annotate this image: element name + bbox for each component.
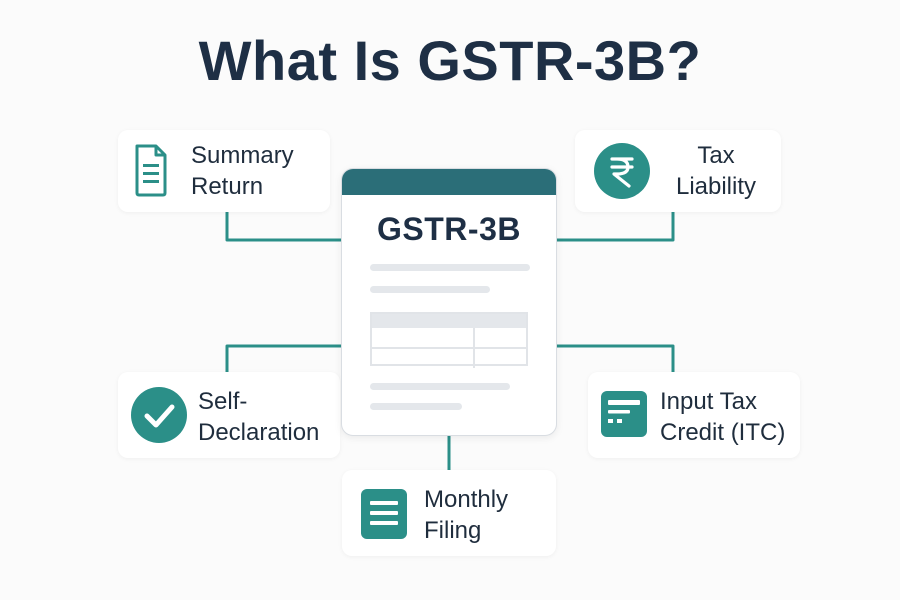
tax-liability-label-line1: Tax bbox=[697, 142, 735, 169]
document-text-line bbox=[370, 264, 530, 271]
connector-input-tax-credit bbox=[555, 344, 675, 374]
rupee-icon bbox=[594, 143, 650, 199]
self-declaration-card: Self- Declaration bbox=[118, 372, 340, 458]
connector-self-declaration bbox=[225, 344, 343, 374]
document-text-line bbox=[370, 286, 490, 293]
tax-liability-label-line2: Liability bbox=[675, 173, 757, 200]
input-tax-credit-label-line1: Input Tax bbox=[660, 388, 757, 415]
summary-return-label-line1: Summary bbox=[191, 142, 294, 169]
document-table-divider bbox=[372, 347, 526, 349]
document-icon bbox=[135, 144, 167, 197]
self-declaration-label-line1: Self- bbox=[198, 388, 248, 415]
page-title: What Is GSTR-3B? bbox=[198, 29, 702, 92]
checkmark-icon bbox=[131, 387, 187, 443]
monthly-filing-label-line1: Monthly bbox=[424, 486, 509, 513]
connector-tax-liability bbox=[555, 210, 675, 242]
summary-return-label-line2: Return bbox=[191, 173, 264, 200]
connector-summary-return bbox=[225, 210, 343, 242]
gstr-3b-document: GSTR-3B bbox=[341, 168, 557, 436]
form-icon bbox=[601, 391, 647, 437]
document-table-header bbox=[372, 314, 526, 328]
input-tax-credit-card: Input Tax Credit (ITC) bbox=[588, 372, 800, 458]
monthly-filing-card: Monthly Filing bbox=[342, 470, 556, 556]
document-text-line bbox=[370, 403, 462, 410]
tax-liability-card: Tax Liability bbox=[575, 130, 781, 212]
document-table bbox=[370, 312, 528, 368]
document-title: GSTR-3B bbox=[377, 211, 521, 247]
summary-return-card: Summary Return bbox=[118, 130, 330, 212]
input-tax-credit-label-line2: Credit (ITC) bbox=[660, 419, 786, 446]
list-document-icon bbox=[361, 489, 407, 539]
monthly-filing-label-line2: Filing bbox=[424, 517, 482, 544]
document-text-line bbox=[370, 383, 510, 390]
self-declaration-label-line2: Declaration bbox=[198, 419, 320, 446]
document-table-divider bbox=[473, 328, 475, 368]
document-header-bar bbox=[342, 169, 556, 195]
